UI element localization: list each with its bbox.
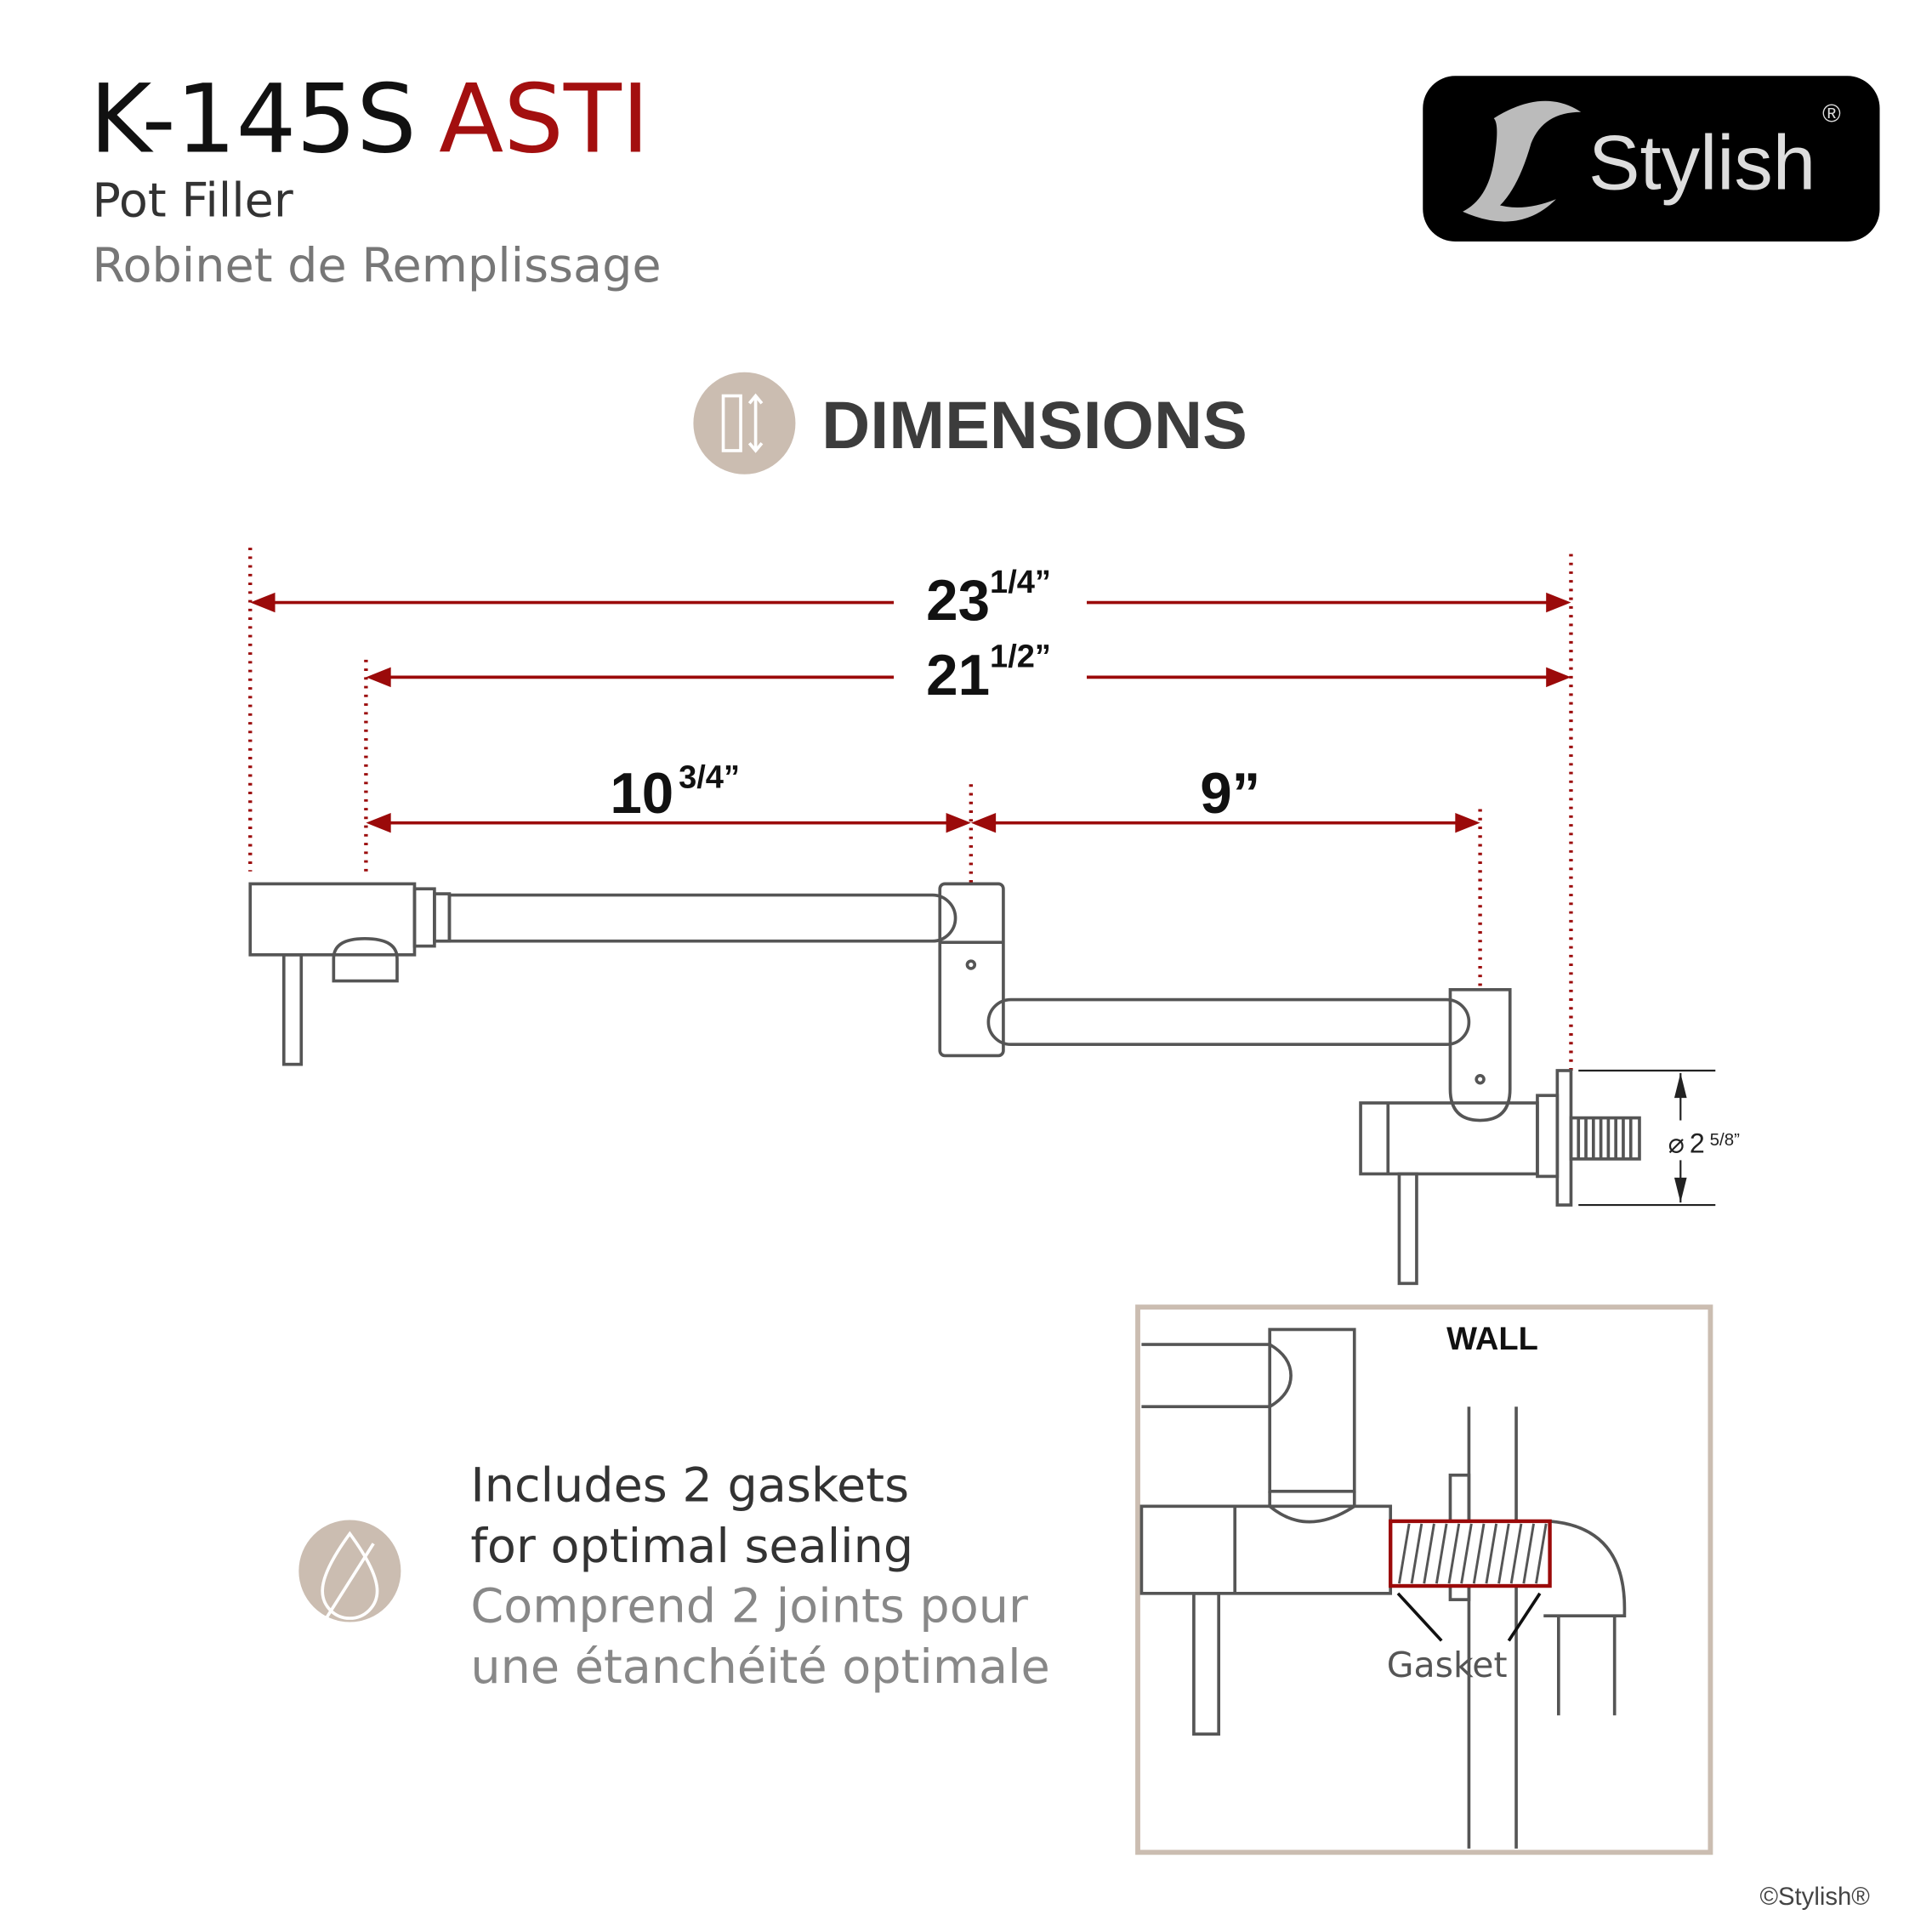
logo-registered: ® — [1822, 100, 1841, 128]
svg-text:211/2”: 211/2” — [926, 639, 1051, 707]
wall-label: WALL — [1446, 1321, 1538, 1357]
dimension-extension: 211/2” — [366, 639, 1571, 707]
product-name: ASTI — [439, 65, 650, 175]
stylish-logo: Stylish ® — [1423, 76, 1880, 242]
svg-text:Comprend 2 joints pour: Comprend 2 joints pour — [470, 1578, 1028, 1634]
section-title: DIMENSIONS — [821, 387, 1247, 463]
svg-text:9”: 9” — [1200, 762, 1260, 826]
svg-text:231/4”: 231/4” — [926, 565, 1051, 633]
drop-glyph-icon — [321, 1531, 379, 1620]
svg-text:⌀25/8”: ⌀25/8” — [1668, 1128, 1740, 1159]
dimension-overall: 231/4” — [250, 565, 1571, 633]
logo-mark-icon — [1463, 100, 1582, 222]
gasket-label: Gasket — [1387, 1645, 1508, 1685]
subtitle-en: Pot Filler — [92, 173, 293, 229]
dimension-arm2: 9” — [970, 762, 1480, 833]
ruler-glyph-icon — [721, 393, 764, 453]
pot-filler-drawing — [248, 882, 1641, 1286]
gasket-note: Includes 2 gaskets for optimal sealing C… — [470, 1458, 1049, 1695]
copyright: ©Stylish® — [1759, 1884, 1870, 1911]
subtitle-fr: Robinet de Remplissage — [92, 238, 661, 293]
logo-text: Stylish — [1588, 121, 1816, 207]
svg-text:Includes 2 gaskets: Includes 2 gaskets — [470, 1458, 909, 1513]
svg-text:103/4”: 103/4” — [610, 760, 740, 826]
model-number: K-145S — [89, 65, 416, 175]
svg-text:une étanchéité optimale: une étanchéité optimale — [470, 1639, 1049, 1695]
ruler-arrows-icon — [693, 372, 796, 474]
wall-detail: WALL Gasket — [1135, 1304, 1713, 1855]
svg-text:for optimal sealing: for optimal sealing — [470, 1519, 913, 1574]
